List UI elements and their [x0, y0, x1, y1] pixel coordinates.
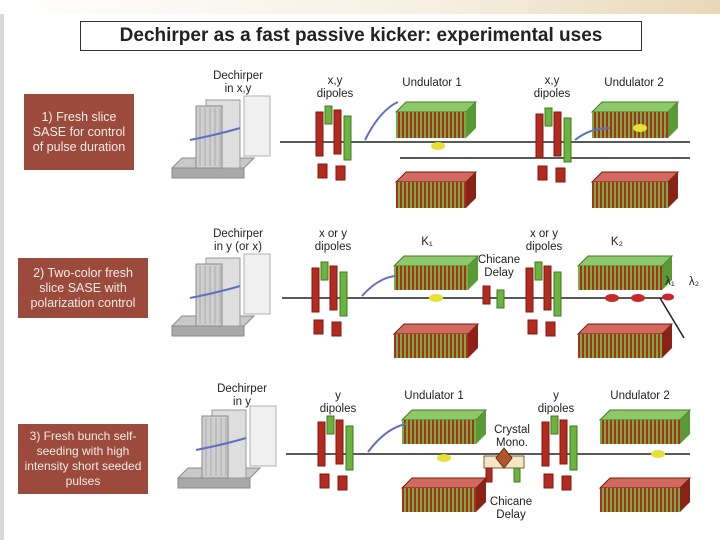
- panel-2-dipole-1-b: [329, 265, 338, 311]
- panel-1-dipole-2-e: [537, 165, 548, 181]
- panel-1-dipole-2-c: [544, 107, 553, 127]
- panel-3-bunch-2: [651, 450, 665, 458]
- panel-2-dipole-2-f: [545, 321, 556, 337]
- panel-3-description: 3) Fresh bunch self-seeding with high in…: [18, 424, 148, 494]
- left-edge: [0, 14, 4, 540]
- panel-3-dechirper-trajectory: [195, 437, 247, 451]
- panel-3-dipole-2-e: [543, 473, 554, 489]
- panel-3-dechirper-label: Dechirper in y: [217, 383, 267, 408]
- panel-3-dipole-2-b: [559, 419, 568, 465]
- panel-2-description: 2) Two-color fresh slice SASE with polar…: [18, 258, 148, 318]
- panel-2-bunch-3: [631, 294, 645, 302]
- panel-1-dechirper-base: [171, 167, 245, 179]
- panel-3-bunch-1: [437, 454, 451, 462]
- top-accent-bar: [0, 0, 720, 14]
- panel-2-dipoles-1-label: x or y dipoles: [314, 228, 352, 253]
- panel-1-dipole-1-c: [324, 105, 333, 125]
- panel-3-crystal-label: Crystal Mono.: [494, 424, 530, 449]
- panel-1-undulator-1-label: Undulator 1: [402, 77, 462, 89]
- panel-2-undulator-2: [576, 255, 674, 358]
- panel-3-chicane-magnet-2: [513, 467, 521, 483]
- panel-3-dipole-2-f: [561, 475, 572, 491]
- panel-2-lambda-2-label: λ₂: [688, 276, 700, 288]
- panel-3-crystal: [495, 447, 513, 469]
- panel-1-dipole-1-a: [315, 111, 324, 157]
- panel-3-dipoles-1-label: y dipoles: [319, 390, 357, 415]
- panel-3-undulator-1-label: Undulator 1: [404, 390, 464, 402]
- panel-2-dipole-2-b: [543, 265, 552, 311]
- panel-3-dipole-1-b: [335, 419, 344, 465]
- panel-2-dipole-2-c: [534, 261, 543, 281]
- panel-2-dipole-1-e: [313, 319, 324, 335]
- panel-2-k2-label: K₂: [610, 236, 624, 248]
- panel-1-dipole-1-d: [343, 115, 352, 161]
- panel-1-undulator-2-label: Undulator 2: [604, 77, 664, 89]
- panel-3-dechirper-base: [177, 477, 251, 489]
- panel-2-bunch-1: [429, 294, 443, 302]
- panel-1-dipole-2-f: [555, 167, 566, 183]
- panel-3-dipole-1-e: [319, 473, 330, 489]
- panel-3-dipole-1-d: [345, 425, 354, 471]
- panel-2-dechirper-trajectory: [189, 285, 241, 299]
- panel-3-dipole-1-c: [326, 415, 335, 435]
- panel-3-dipole-2-a: [541, 421, 550, 467]
- panel-2-lambda-1-label: λ₁: [665, 276, 675, 288]
- panel-2-dechirper-base: [171, 325, 245, 337]
- panel-3-chicane-magnet-1: [485, 467, 493, 483]
- slide-title: Dechirper as a fast passive kicker: expe…: [80, 21, 642, 51]
- panel-3-dipole-1-f: [337, 475, 348, 491]
- panel-3-undulator-1: [400, 409, 488, 512]
- panel-3-dipole-2-d: [569, 425, 578, 471]
- panel-2-k1-label: K₁: [421, 236, 433, 248]
- panel-3-dipoles-2-label: y dipoles: [537, 390, 575, 415]
- panel-1-dipoles-2-label: x,y dipoles: [533, 75, 571, 100]
- panel-2-dipole-1-d: [339, 271, 348, 317]
- panel-1-dipole-2-b: [553, 111, 562, 157]
- panel-1-dipole-2-d: [563, 117, 572, 163]
- panel-1-description: 1) Fresh slice SASE for control of pulse…: [24, 94, 134, 170]
- panel-2-dechirper-side-plate: [243, 253, 271, 315]
- panel-2-trajectory: [361, 275, 396, 297]
- panel-2-dipole-2-a: [525, 267, 534, 313]
- panel-2-dipole-1-f: [331, 321, 342, 337]
- panel-3-chicane-label: Chicane Delay: [489, 496, 533, 521]
- panel-1-bunch-2: [633, 124, 647, 132]
- panel-3-undulator-2-label: Undulator 2: [610, 390, 670, 402]
- panel-1-undulator-2: [590, 101, 680, 208]
- panel-2-dipole-1-c: [320, 261, 329, 281]
- panel-1-undulator-1: [394, 101, 478, 208]
- panel-1-dipole-2-a: [535, 113, 544, 159]
- panel-3-dipole-1-a: [317, 421, 326, 467]
- panel-1-trajectory-2: [574, 127, 611, 141]
- panel-2-undulator-1: [392, 255, 480, 358]
- panel-3-undulator-2: [598, 409, 692, 512]
- panel-2-bunch-lambda-2: [662, 293, 674, 301]
- panel-3-dechirper-side-plate: [249, 405, 277, 467]
- panel-3-trajectory: [367, 423, 407, 453]
- panel-2-dipoles-2-label: x or y dipoles: [525, 228, 563, 253]
- panel-2-chicane-label: Chicane Delay: [477, 254, 521, 279]
- panel-2-beamline-exit: [659, 297, 685, 339]
- panel-2-chicane-magnet-1: [482, 285, 491, 305]
- panel-1-dechirper-label: Dechirper in x,y: [213, 70, 263, 95]
- panel-2-dechirper-label: Dechirper in y (or x): [213, 228, 263, 253]
- panel-1-dipole-1-b: [333, 109, 342, 155]
- panel-3-dipole-2-c: [550, 415, 559, 435]
- panel-1-dipole-1-e: [317, 163, 328, 179]
- panel-2-dipole-1-a: [311, 267, 320, 313]
- panel-1-dipole-1-f: [335, 165, 346, 181]
- panel-1-dipoles-1-label: x,y dipoles: [316, 75, 354, 100]
- panel-1-dechirper-side-plate: [243, 95, 271, 157]
- panel-2-chicane-magnet-2: [496, 289, 505, 309]
- panel-1-dechirper-trajectory: [189, 127, 241, 141]
- panel-1-trajectory-1: [364, 101, 399, 141]
- panel-1-bunch-1: [431, 142, 445, 150]
- panel-2-dipole-2-e: [527, 319, 538, 335]
- panel-2-dipole-2-d: [553, 271, 562, 317]
- panel-2-bunch-2: [605, 294, 619, 302]
